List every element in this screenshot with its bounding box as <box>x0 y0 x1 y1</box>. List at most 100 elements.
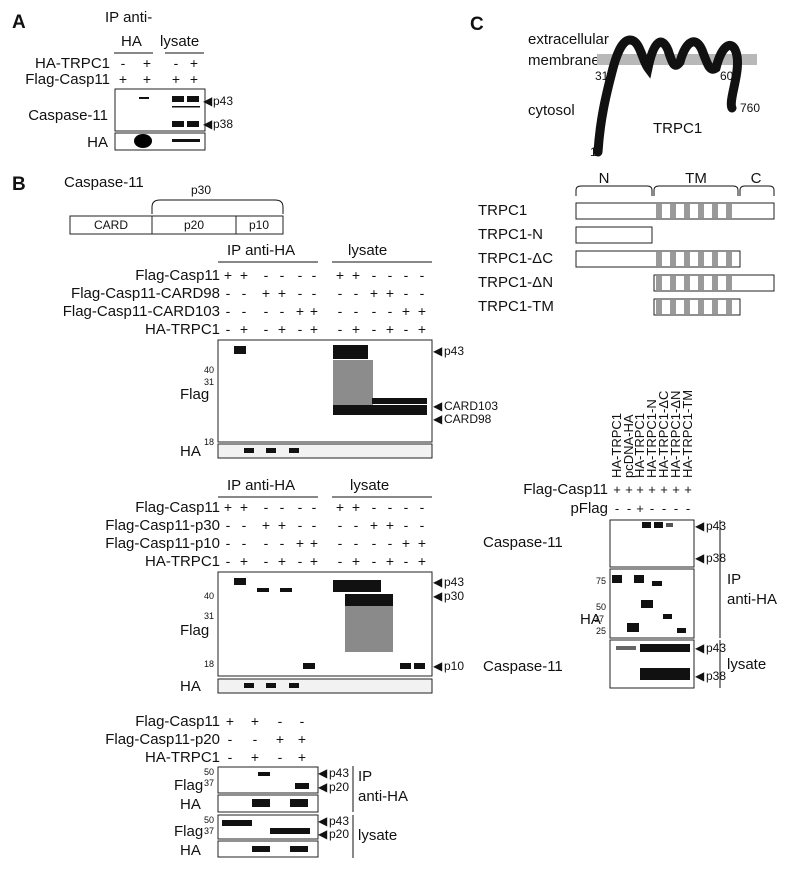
pc-cytosol-label: cytosol <box>528 102 575 119</box>
pc-marker-p43-lys: p43 <box>706 641 726 655</box>
sign-mark: - <box>404 267 409 283</box>
pb-g3-marker-p43: p43 <box>329 766 349 780</box>
pc-tm-segment <box>712 252 718 266</box>
pb-g2-ip-header: IP anti-HA <box>227 477 295 494</box>
pc-trpc1-topology <box>593 35 742 157</box>
pb-g3-lys-flag-blot <box>217 814 319 840</box>
pa-band <box>172 139 200 142</box>
pb-band <box>252 846 270 852</box>
pb-g2-marker-p30: p30 <box>444 589 464 603</box>
pb-g1-row-label: Flag-Casp11-CARD98 <box>71 285 220 302</box>
panel-b-letter: B <box>12 174 26 195</box>
pb-band <box>222 820 252 826</box>
pb-g3-row-label: Flag-Casp11-p20 <box>105 731 220 748</box>
sign-mark: - <box>388 267 393 283</box>
sign-mark: + <box>370 517 378 533</box>
sign-mark: + <box>613 482 621 497</box>
pb-g3-lysate-label: lysate <box>358 827 397 844</box>
sign-mark: - <box>228 731 233 747</box>
pc-lysate-label: lysate <box>727 656 766 673</box>
sign-mark: + <box>386 517 394 533</box>
panel-a-letter: A <box>12 12 26 33</box>
sign-mark: - <box>300 713 305 729</box>
sign-mark: - <box>674 501 678 516</box>
pa-arrow-icon: ◀ <box>203 94 213 108</box>
pb-g3-marker-p20-lys: p20 <box>329 827 349 841</box>
pc-marker-p38: p38 <box>706 551 726 565</box>
pa-header-ip: IP anti- <box>105 9 152 26</box>
pb-g1-mw: 40 <box>204 365 214 375</box>
sign-mark: + <box>119 71 127 87</box>
pb-g3-mw: 37 <box>204 826 214 836</box>
pb-g1-marker-card98: CARD98 <box>444 412 492 426</box>
pb-g1-marker-card103: CARD103 <box>444 399 498 413</box>
pb-g3-sign-grid: ++----++-+-+ <box>226 713 306 765</box>
pc-tm-segment <box>726 204 732 218</box>
pc-marker-p43: p43 <box>706 519 726 533</box>
sign-mark: - <box>264 553 269 569</box>
sign-mark: + <box>625 482 633 497</box>
pb-g3-ip-label: IP <box>358 768 372 785</box>
pa-band <box>172 106 200 108</box>
sign-mark: + <box>370 285 378 301</box>
sign-mark: - <box>226 553 231 569</box>
sign-mark: + <box>336 499 344 515</box>
sign-mark: + <box>278 553 286 569</box>
sign-mark: - <box>650 501 654 516</box>
pc-tm-segment <box>670 252 676 266</box>
pb-g1-lysate-header: lysate <box>348 242 387 259</box>
sign-mark: + <box>684 482 692 497</box>
pc-tm-segment <box>712 300 718 314</box>
pb-band <box>333 405 427 415</box>
sign-mark: + <box>402 535 410 551</box>
sign-mark: + <box>418 553 426 569</box>
sign-mark: - <box>278 713 283 729</box>
pa-sign-grid: -+-+++++ <box>119 55 198 87</box>
pc-caspase-label: Caspase-11 <box>483 534 563 551</box>
pb-g2-row-label: Flag-Casp11-p30 <box>105 517 220 534</box>
pa-header-ha: HA <box>121 33 142 50</box>
sign-mark: + <box>190 55 198 71</box>
sign-mark: + <box>402 303 410 319</box>
pb-arrow-icon: ◀ <box>433 344 443 358</box>
pb-band <box>290 799 308 807</box>
sign-mark: - <box>388 303 393 319</box>
sign-mark: + <box>310 321 318 337</box>
sign-mark: - <box>354 517 359 533</box>
sign-mark: + <box>336 267 344 283</box>
pb-g3-row-label: HA-TRPC1 <box>145 749 220 766</box>
sign-mark: - <box>253 731 258 747</box>
sign-mark: - <box>312 285 317 301</box>
pb-g1-row-label: Flag-Casp11-CARD103 <box>63 303 220 320</box>
pb-g3-ha-label-lys: HA <box>180 842 201 859</box>
sign-mark: + <box>386 321 394 337</box>
sign-mark: + <box>636 482 644 497</box>
pb-g1-flag-label: Flag <box>180 386 209 403</box>
pc-bracket-tm <box>653 185 739 196</box>
pc-construct-label: TRPC1-ΔC <box>478 250 553 267</box>
pc-band <box>652 581 662 586</box>
pb-band <box>289 448 299 453</box>
pb-band <box>244 448 254 453</box>
sign-mark: - <box>280 499 285 515</box>
pc-tm-segment <box>698 204 704 218</box>
pc-tm-segment <box>698 300 704 314</box>
sign-mark: - <box>264 267 269 283</box>
sign-mark: + <box>310 303 318 319</box>
pb-domain-label: p20 <box>184 218 204 232</box>
pb-g3-flag-label: Flag <box>174 777 203 794</box>
sign-mark: - <box>280 267 285 283</box>
sign-mark: + <box>251 749 259 765</box>
pc-lane-label: HA-TRPC1-ΔN <box>668 391 683 478</box>
pb-arrow-icon: ◀ <box>318 814 328 828</box>
pb-g2-mw: 31 <box>204 611 214 621</box>
pc-lane-label: HA-TRPC1 <box>632 413 647 478</box>
pc-tm-segment <box>712 276 718 290</box>
pb-arrow-icon: ◀ <box>433 575 443 589</box>
pa-header-lysate: lysate <box>160 33 199 50</box>
pc-antiha-label: anti-HA <box>727 591 777 608</box>
pa-marker-p43: p43 <box>213 94 233 108</box>
sign-mark: - <box>264 535 269 551</box>
sign-mark: + <box>386 553 394 569</box>
